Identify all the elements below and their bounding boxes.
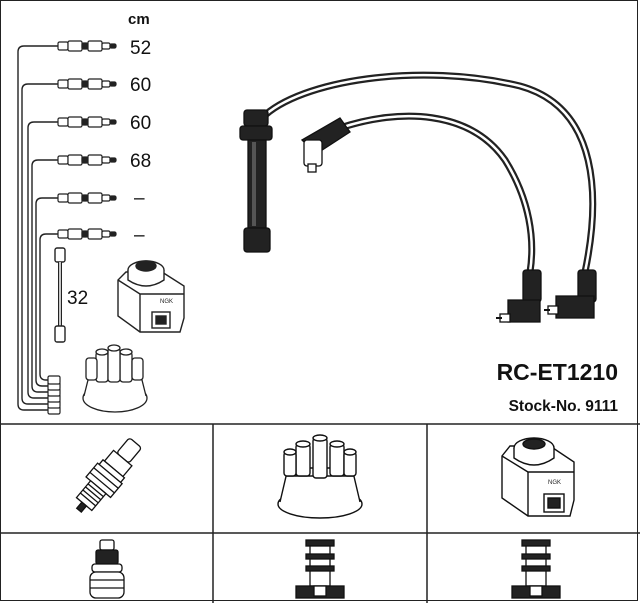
wire-connector-2 [57, 78, 117, 90]
grid-lines [0, 423, 640, 603]
coil-boot-right-2 [544, 269, 597, 319]
wire-4 [31, 159, 58, 393]
angled-boot-top [300, 117, 351, 173]
wire-connector-5 [57, 192, 117, 204]
length-label-2: 60 [130, 75, 151, 96]
cap-terminal-icon [295, 539, 345, 599]
coil-lead-length: 32 [67, 288, 88, 309]
wire-3 [27, 121, 58, 399]
svg-text:NGK: NGK [160, 299, 173, 305]
length-label-3: 60 [130, 113, 151, 134]
length-label-6: – [134, 225, 145, 246]
length-label-5: – [134, 188, 145, 209]
wire-terminal-6 [47, 375, 61, 385]
distributor-cap-small [82, 344, 148, 413]
length-label-4: 68 [130, 151, 151, 172]
straight-boot [239, 109, 273, 253]
wire-2 [21, 83, 58, 405]
wire-connector-4 [57, 154, 117, 166]
product-code: RC-ET1210 [497, 359, 618, 385]
wire-connector-1 [57, 40, 117, 52]
coil-lead [54, 247, 66, 343]
cable-assembly [239, 71, 597, 323]
wire-6 [39, 233, 58, 381]
length-label-1: 52 [130, 38, 151, 59]
coil-boot-right-1 [496, 269, 542, 323]
svg-text:NGK: NGK [548, 480, 561, 486]
coil-terminal-icon [511, 539, 561, 599]
unit-label: cm [128, 11, 150, 28]
distributor-cap-icon [277, 434, 363, 519]
wire-connectors [47, 40, 117, 415]
wire-connector-6 [57, 228, 117, 240]
ignition-coil-small: NGK [117, 260, 185, 333]
wire-connector-3 [57, 116, 117, 128]
length-labels: 52 60 60 68 – – [130, 38, 151, 246]
wire-bundle [17, 45, 58, 411]
plug-boot-straight-icon [89, 539, 125, 599]
stock-number: Stock-No. 9111 [509, 398, 619, 415]
ignition-coil-icon: NGK [501, 437, 575, 517]
wire-5 [35, 197, 58, 387]
spark-plug-icon [75, 438, 142, 514]
wire-1 [17, 45, 58, 411]
